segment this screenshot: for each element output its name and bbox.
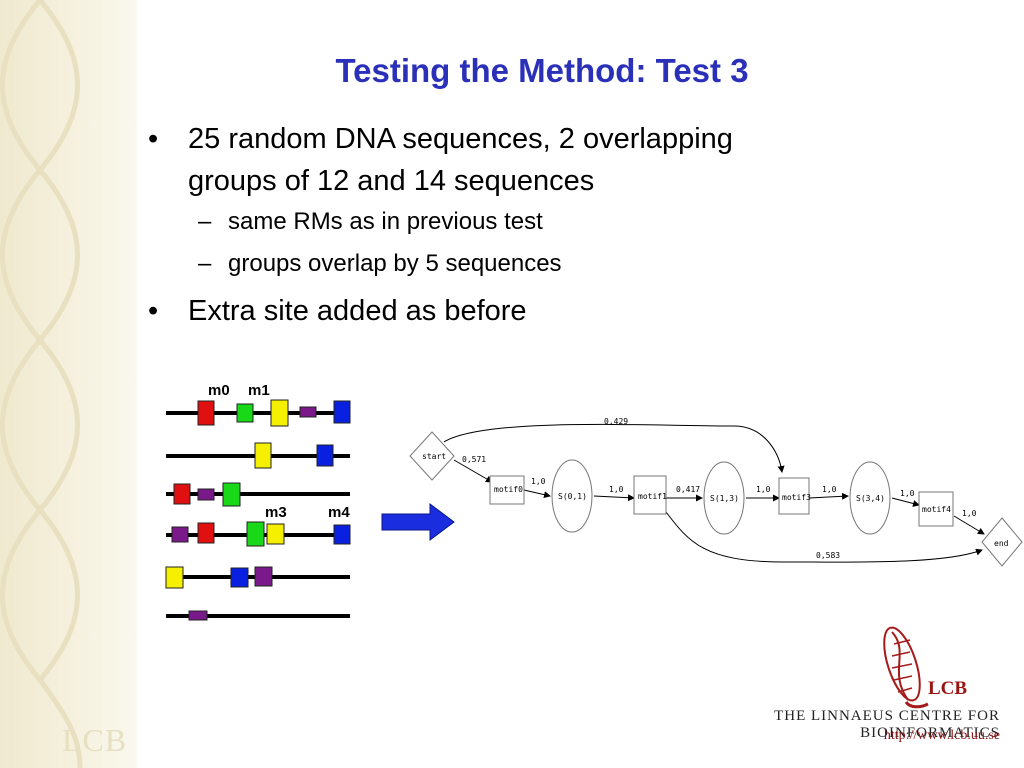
state-node xyxy=(849,461,891,535)
edge-label: 0,429 xyxy=(604,417,628,426)
motif-label-m1: m1 xyxy=(248,382,270,399)
lcb-logo-icon xyxy=(883,626,929,709)
node-label: S(0,1) xyxy=(558,492,587,501)
motif-label-m0: m0 xyxy=(208,382,230,399)
sequence-tracks-diagram: m0 m1 m3 m4 xyxy=(165,382,351,621)
sub-bullet-text: same RMs as in previous test xyxy=(228,208,543,235)
lcb-watermark: LCB xyxy=(62,722,128,758)
centre-name: THE LINNAEUS CENTRE FOR BIOINFORMATICS xyxy=(774,708,1000,741)
edge-label: 1,0 xyxy=(822,485,837,494)
edge-label: 0,583 xyxy=(816,551,840,560)
bullet-mark: • xyxy=(148,123,159,155)
motif-node xyxy=(778,477,810,515)
start-node xyxy=(409,431,455,481)
decorative-sidebar: LCB xyxy=(0,0,137,768)
sub-bullet-mark: – xyxy=(198,250,212,277)
edge-label: 1,0 xyxy=(756,485,771,494)
bullet-item: • Extra site added as before xyxy=(148,290,868,332)
sequence-track xyxy=(166,610,350,621)
node-label: motif1 xyxy=(638,492,667,501)
bullet-item: • 25 random DNA sequences, 2 overlapping… xyxy=(148,118,868,202)
edge-label: 1,0 xyxy=(962,509,977,518)
node-label: S(3,4) xyxy=(856,494,885,503)
end-node xyxy=(981,517,1023,567)
sequence-track xyxy=(166,521,351,547)
edge-label: 1,0 xyxy=(609,485,624,494)
node-label: S(1,3) xyxy=(710,494,739,503)
bullet-text: 25 random DNA sequences, 2 overlapping xyxy=(188,123,733,155)
motif-node xyxy=(489,475,525,505)
node-label: motif0 xyxy=(494,485,523,494)
edge-label: 1,0 xyxy=(900,489,915,498)
edge-label: 1,0 xyxy=(531,477,546,486)
node-label: end xyxy=(994,539,1009,548)
hmm-state-graph: 0,429 0,571 1,0 1,0 0,417 1,0 1,0 1,0 1,… xyxy=(409,417,1023,567)
sequence-track xyxy=(166,482,350,507)
bullet-mark: • xyxy=(148,295,159,327)
motif-label-m3: m3 xyxy=(265,504,287,521)
bullet-text-continued: groups of 12 and 14 sequences xyxy=(188,165,595,197)
edge-label: 0,417 xyxy=(676,485,700,494)
node-label: motif3 xyxy=(782,493,811,502)
sequence-track xyxy=(166,442,350,469)
right-arrow-icon xyxy=(381,503,455,541)
motif-node xyxy=(633,475,667,515)
state-node xyxy=(551,459,593,533)
dna-helix-decoration xyxy=(0,0,83,768)
node-label: motif4 xyxy=(922,505,951,514)
motif-label-m4: m4 xyxy=(328,504,350,521)
motif-node xyxy=(918,491,954,527)
logo-text: LCB xyxy=(928,678,968,699)
sequence-track xyxy=(165,566,350,589)
state-node xyxy=(703,461,745,535)
website-link[interactable]: http://www.lcb.uu.se xyxy=(883,728,1000,743)
sub-bullet-mark: – xyxy=(198,208,212,235)
node-label: start xyxy=(422,452,446,461)
slide-title: Testing the Method: Test 3 xyxy=(335,52,749,89)
edge-label: 0,571 xyxy=(462,455,486,464)
sub-bullet-text: groups overlap by 5 sequences xyxy=(228,250,562,277)
bullet-text: Extra site added as before xyxy=(188,295,527,327)
sequence-track xyxy=(166,399,351,427)
